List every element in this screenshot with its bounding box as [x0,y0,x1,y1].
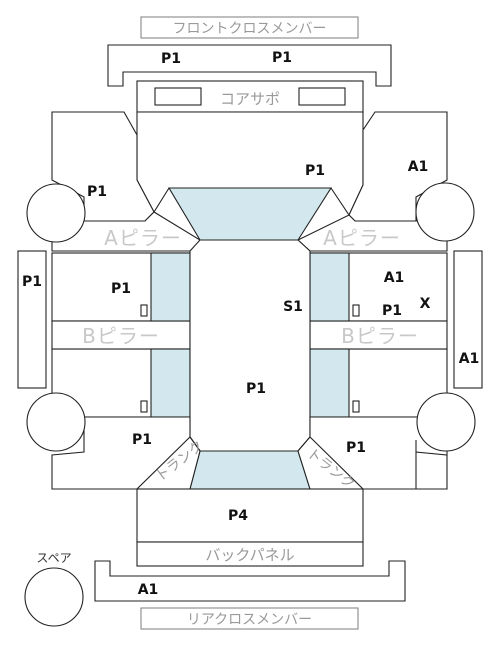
spare-tire-label: スペア [36,551,71,565]
wheel-front-right [415,182,475,242]
wheel-rear-right [416,392,476,452]
rear-member-code: A1 [138,582,159,598]
wheel-rear-left [26,392,86,452]
quarter-right-code: P1 [346,440,366,456]
rear-cross-member-box [140,607,359,630]
side-sill-left [17,250,47,389]
front-member-code-right: P1 [272,50,292,66]
side-window-right-rear [309,348,350,418]
fender-left-code: P1 [87,184,107,200]
front-door-right-code-b: P1 [382,303,402,319]
side-sill-left-code: P1 [22,274,42,290]
side-window-right-front [309,252,350,322]
roof [189,239,311,452]
roof-code: S1 [283,299,303,315]
rear-member [94,560,406,602]
spare-tire [24,567,84,627]
front-door-left-code: P1 [111,281,131,297]
trunk-lid [136,488,364,543]
windshield [168,187,333,241]
side-window-left-front [150,252,191,322]
wheel-front-left [26,183,86,243]
quarter-right-edge [363,455,448,490]
a-pillar-left-label: Aピラー [104,226,182,250]
headlight-right [298,87,346,106]
front-cross-member-label: フロントクロスメンバー [173,21,327,37]
rear-cross-member-label: リアクロスメンバー [187,612,312,628]
door-handle-right-rear [352,400,360,413]
quarter-left-code: P1 [132,432,152,448]
b-pillar-left [51,320,191,350]
core-support-label: コアサポ [220,90,280,108]
door-handle-left-rear [140,400,148,413]
door-handle-left-front [140,304,148,317]
hood-code: P1 [305,163,325,179]
a-pillar-right-label: Aピラー [323,226,401,250]
fender-right-code: A1 [408,159,429,175]
side-sill-right-code: A1 [459,351,480,367]
b-pillar-right-label: Bピラー [341,324,419,348]
back-panel-label: バックパネル [205,546,294,564]
front-member [107,44,392,87]
trunk-lid-code: P4 [228,508,248,524]
back-panel [136,541,364,567]
b-pillar-left-label: Bピラー [82,324,160,348]
front-member-code-left: P1 [161,51,181,67]
front-door-right-code: A1 [384,270,405,286]
side-sill-right [453,250,483,389]
headlight-left [154,87,202,106]
front-cross-member-box [140,16,359,39]
front-door-right-mark: X [420,296,431,312]
door-handle-right-front [352,304,360,317]
roof-main-code: P1 [246,381,266,397]
side-window-left-rear [150,348,191,418]
rear-window [189,450,311,490]
